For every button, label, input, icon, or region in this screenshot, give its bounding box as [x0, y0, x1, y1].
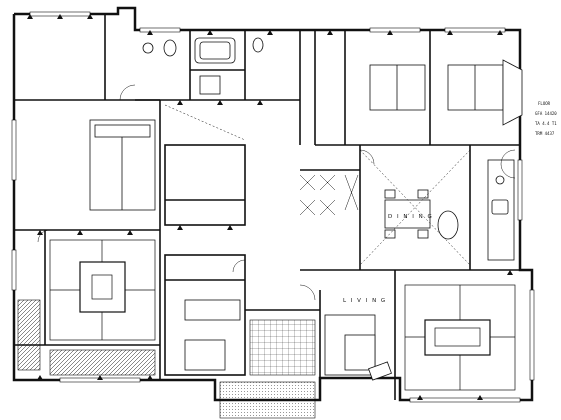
tatami-room-right [404, 284, 516, 391]
interior-walls [14, 14, 520, 400]
exterior-walls [12, 6, 534, 402]
study-desk [184, 299, 241, 321]
living-furniture [324, 314, 392, 381]
dining-table [384, 189, 459, 240]
storage-hatch [17, 299, 41, 371]
room-label-dining: D I N I N G [388, 214, 433, 220]
kitchen-counter [487, 159, 515, 261]
legend-title: FLOOR [538, 101, 551, 106]
legend-line-2: TA 4.4 T1 [535, 121, 557, 126]
bed-right [369, 59, 523, 126]
closet-marks [299, 174, 359, 216]
legend-line-1: GFA 14420 [535, 111, 557, 116]
entrance-tiles [249, 319, 316, 376]
engawa-hatch [49, 349, 156, 376]
tatami-room-left [49, 239, 156, 341]
bathroom-fixtures [142, 37, 264, 95]
bed-left [89, 119, 156, 211]
room-label-living: L I V I N G [343, 298, 387, 304]
porch-dots [219, 381, 316, 419]
void-diagonals [164, 104, 471, 266]
study-bed [184, 339, 226, 371]
door-swings [37, 84, 516, 301]
legend-line-3: TRM 4437 [535, 131, 555, 136]
